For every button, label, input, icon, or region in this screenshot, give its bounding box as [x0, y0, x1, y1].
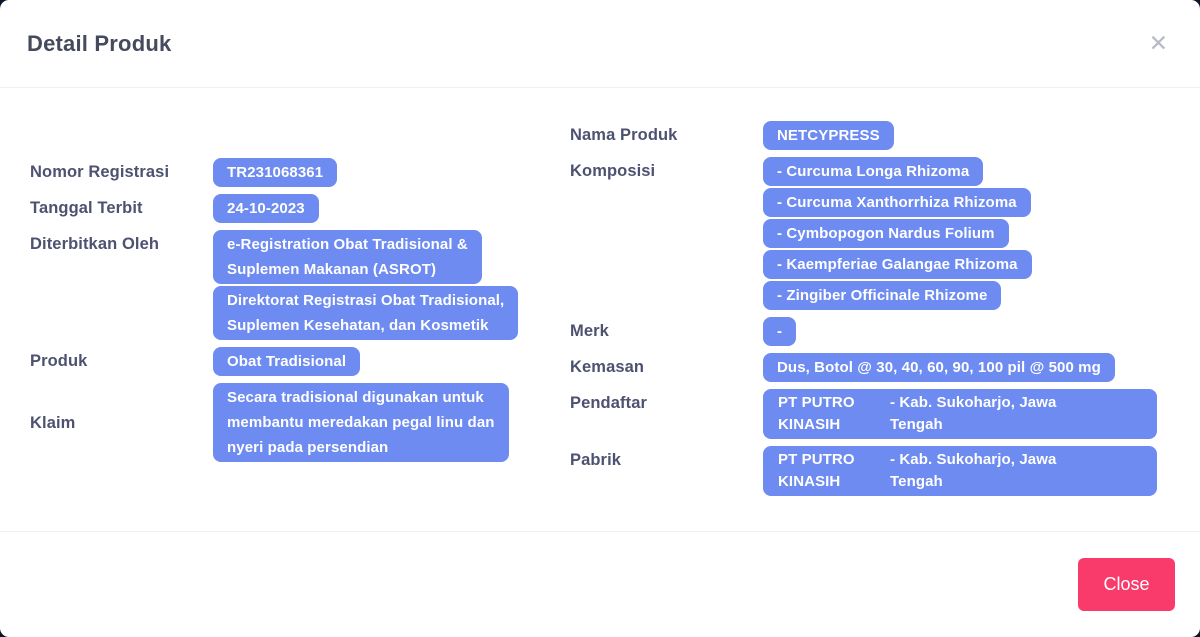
- field-values: NETCYPRESS: [763, 121, 894, 152]
- right-column: Nama Produk NETCYPRESS Komposisi - Curcu…: [570, 121, 1175, 503]
- field-label-pendaftar: Pendaftar: [570, 394, 648, 412]
- field-values: PT PUTRO KINASIH - Kab. Sukoharjo, Jawa …: [763, 389, 1157, 441]
- pill-diterbitkan-oleh-1: e-Registration Obat Tradisional & Suplem…: [213, 230, 482, 284]
- pill-merk: -: [763, 317, 797, 346]
- pill-tanggal-terbit: 24-10-2023: [213, 194, 319, 223]
- field-row-nama-produk: Nama Produk NETCYPRESS: [570, 121, 1175, 152]
- pill-komposisi-4: - Kaempferiae Galangae Rhizoma: [763, 250, 1032, 279]
- field-values: TR231068361: [213, 158, 338, 189]
- pendaftar-location: - Kab. Sukoharjo, Jawa Tengah: [890, 394, 1057, 433]
- field-row-merk: Merk -: [570, 317, 1175, 348]
- field-row-klaim: Klaim Secara tradisional digunakan untuk…: [30, 383, 565, 464]
- field-row-komposisi: Komposisi - Curcuma Longa Rhizoma - Curc…: [570, 157, 1175, 312]
- pabrik-location: - Kab. Sukoharjo, Jawa Tengah: [890, 451, 1057, 490]
- field-label-diterbitkan-oleh: Diterbitkan Oleh: [30, 235, 160, 253]
- modal-title: Detail Produk: [27, 30, 172, 56]
- field-row-nomor-registrasi: Nomor Registrasi TR231068361: [30, 158, 565, 189]
- field-values: 24-10-2023: [213, 194, 319, 225]
- field-label-merk: Merk: [570, 322, 609, 340]
- pill-produk: Obat Tradisional: [213, 347, 361, 376]
- field-values: e-Registration Obat Tradisional & Suplem…: [213, 230, 519, 342]
- field-row-produk: Produk Obat Tradisional: [30, 347, 565, 378]
- field-label-kemasan: Kemasan: [570, 358, 645, 376]
- close-icon[interactable]: ✕: [1148, 30, 1168, 56]
- pill-kemasan: Dus, Botol @ 30, 40, 60, 90, 100 pil @ 5…: [763, 353, 1115, 382]
- pill-klaim: Secara tradisional digunakan untuk memba…: [213, 383, 509, 462]
- pill-pendaftar: PT PUTRO KINASIH - Kab. Sukoharjo, Jawa …: [763, 389, 1157, 439]
- field-row-pabrik: Pabrik PT PUTRO KINASIH - Kab. Sukoharjo…: [570, 446, 1175, 498]
- field-label-pabrik: Pabrik: [570, 451, 622, 469]
- close-button[interactable]: Close: [1078, 558, 1175, 611]
- modal-header: Detail Produk ✕: [0, 0, 1200, 88]
- field-values: Secara tradisional digunakan untuk memba…: [213, 383, 509, 464]
- modal-footer: Close: [0, 531, 1200, 637]
- pill-komposisi-3: - Cymbopogon Nardus Folium: [763, 219, 1009, 248]
- field-values: - Curcuma Longa Rhizoma - Curcuma Xantho…: [763, 157, 1032, 312]
- field-values: PT PUTRO KINASIH - Kab. Sukoharjo, Jawa …: [763, 446, 1157, 498]
- field-label-tanggal-terbit: Tanggal Terbit: [30, 199, 143, 217]
- field-row-diterbitkan-oleh: Diterbitkan Oleh e-Registration Obat Tra…: [30, 230, 565, 342]
- pill-pabrik: PT PUTRO KINASIH - Kab. Sukoharjo, Jawa …: [763, 446, 1157, 496]
- pill-nomor-registrasi: TR231068361: [213, 158, 338, 187]
- pill-diterbitkan-oleh-2: Direktorat Registrasi Obat Tradisional, …: [213, 286, 519, 340]
- pabrik-company: PT PUTRO KINASIH: [778, 451, 855, 490]
- field-label-nomor-registrasi: Nomor Registrasi: [30, 163, 170, 181]
- field-values: Dus, Botol @ 30, 40, 60, 90, 100 pil @ 5…: [763, 353, 1115, 384]
- field-label-klaim: Klaim: [30, 414, 76, 432]
- field-values: Obat Tradisional: [213, 347, 361, 378]
- pill-nama-produk: NETCYPRESS: [763, 121, 894, 150]
- pill-komposisi-1: - Curcuma Longa Rhizoma: [763, 157, 984, 186]
- field-row-kemasan: Kemasan Dus, Botol @ 30, 40, 60, 90, 100…: [570, 353, 1175, 384]
- pill-komposisi-2: - Curcuma Xanthorrhiza Rhizoma: [763, 188, 1031, 217]
- pendaftar-company: PT PUTRO KINASIH: [778, 394, 855, 433]
- left-column: Nomor Registrasi TR231068361 Tanggal Ter…: [30, 158, 565, 469]
- field-label-produk: Produk: [30, 352, 88, 370]
- field-row-pendaftar: Pendaftar PT PUTRO KINASIH - Kab. Sukoha…: [570, 389, 1175, 441]
- field-values: -: [763, 317, 797, 348]
- field-label-nama-produk: Nama Produk: [570, 126, 678, 144]
- field-label-komposisi: Komposisi: [570, 162, 656, 180]
- field-row-tanggal-terbit: Tanggal Terbit 24-10-2023: [30, 194, 565, 225]
- modal-body: Nomor Registrasi TR231068361 Tanggal Ter…: [0, 88, 1200, 531]
- pill-komposisi-5: - Zingiber Officinale Rhizome: [763, 281, 1002, 310]
